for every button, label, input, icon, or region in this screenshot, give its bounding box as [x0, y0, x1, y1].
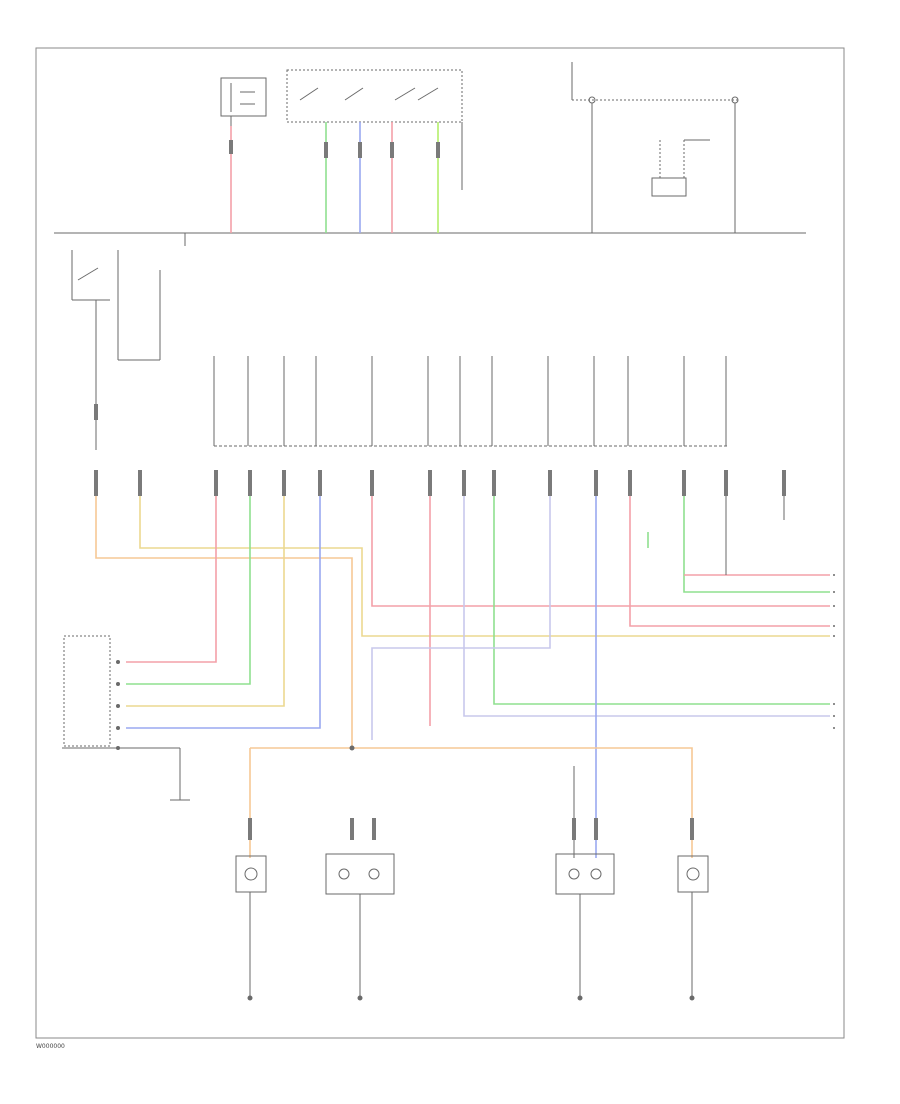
wire-yellow-switch-1 — [126, 496, 285, 707]
wire-lavender-2 — [371, 496, 551, 740]
connector — [390, 142, 394, 158]
wire-red-main — [371, 496, 830, 607]
wire-red-switch-1 — [126, 496, 217, 663]
right-fog-lamp — [555, 818, 615, 1001]
connector — [229, 140, 233, 154]
wire-green-main — [493, 496, 830, 705]
wire-green-2 — [683, 496, 830, 593]
left-headlamp — [235, 818, 267, 1001]
diagram-footer-id: W000000 — [36, 1043, 65, 1050]
switch-bank — [286, 69, 463, 123]
relay-box — [571, 62, 740, 233]
wire-orange-main — [95, 496, 353, 750]
wire-blue-switch-1 — [126, 496, 321, 729]
connector-row — [94, 470, 786, 496]
connector — [436, 142, 440, 158]
wire-green-switch-1 — [126, 496, 251, 685]
connector — [358, 142, 362, 158]
dropper-lines — [213, 356, 727, 446]
right-headlamp — [677, 818, 709, 1001]
wire-yellow-main — [139, 496, 830, 637]
wire-orange-cross — [250, 747, 693, 858]
left-relay — [71, 250, 161, 450]
diagram-frame — [35, 47, 845, 1039]
left-fog-lamp — [325, 818, 395, 1001]
connector — [324, 142, 328, 158]
wire-red-2 — [629, 496, 830, 627]
headlamp-switch — [62, 635, 190, 801]
wire-lavender-main — [463, 496, 830, 717]
wire-end-markers — [833, 574, 835, 729]
battery-block — [220, 77, 267, 126]
junction-dot — [349, 745, 355, 751]
